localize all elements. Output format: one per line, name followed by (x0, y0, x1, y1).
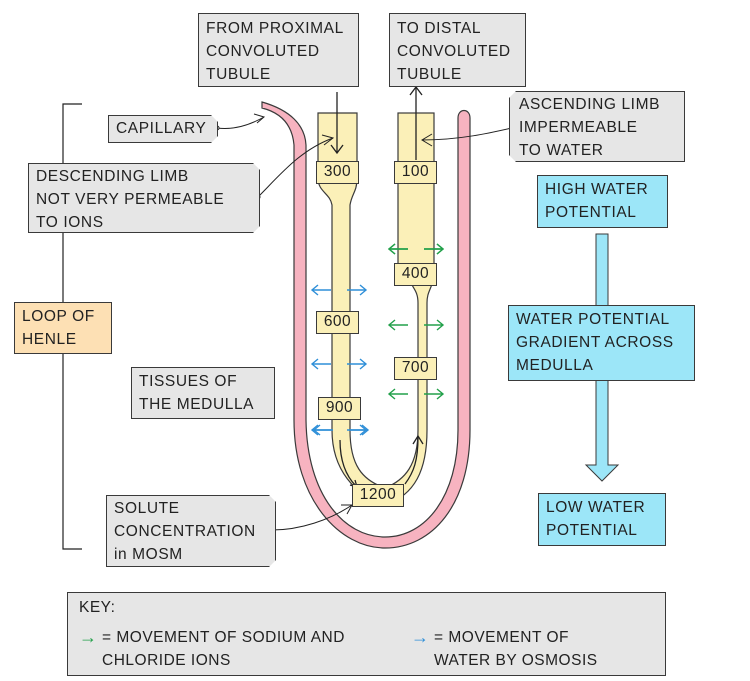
to-distal-label: TO DISTAL CONVOLUTED TUBULE (389, 13, 526, 87)
loop-of-henle-label: LOOP OF HENLE (14, 302, 112, 354)
from-proximal-label: FROM PROXIMAL CONVOLUTED TUBULE (198, 13, 359, 87)
water-osmosis-arrow (310, 358, 368, 370)
ion-movement-arrow (387, 243, 445, 255)
conc-400: 400 (394, 263, 437, 286)
conc-900: 900 (318, 397, 361, 420)
ion-movement-arrow (387, 319, 445, 331)
outflow-arrow (409, 85, 423, 160)
water-osmosis-arrow (312, 424, 370, 436)
ascending-limb-pointer (421, 126, 517, 141)
capillary-pointer (216, 116, 265, 129)
key-item-water: = MOVEMENT OF WATER BY OSMOSIS (434, 629, 598, 669)
conc-1200: 1200 (352, 484, 404, 507)
high-water-potential-label: HIGH WATER POTENTIAL (537, 175, 668, 228)
water-osmosis-arrow (310, 284, 368, 296)
descending-limb-label: DESCENDING LIMB NOT VERY PERMEABLE TO IO… (28, 163, 260, 233)
ascending-limb-label: ASCENDING LIMB IMPERMEABLE TO WATER (509, 91, 685, 162)
capillary-label: CAPILLARY (108, 115, 218, 143)
water-potential-gradient-label: WATER POTENTIAL GRADIENT ACROSS MEDULLA (508, 305, 695, 381)
key-title: KEY: (79, 599, 116, 616)
conc-600: 600 (316, 311, 359, 334)
capillary-vessel (261, 101, 471, 549)
key-box: KEY: → = MOVEMENT OF SODIUM AND CHLORIDE… (67, 592, 666, 676)
descending-limb-pointer (257, 137, 334, 198)
key-item-ions: = MOVEMENT OF SODIUM AND CHLORIDE IONS (102, 629, 345, 669)
inflow-arrow (330, 92, 344, 155)
ion-arrow-icon: → (79, 627, 98, 647)
low-water-potential-label: LOW WATER POTENTIAL (538, 493, 666, 546)
conc-100: 100 (394, 161, 437, 184)
conc-700: 700 (394, 357, 437, 380)
solute-pointer (271, 504, 353, 531)
conc-300: 300 (316, 161, 359, 184)
flow-arrow-up (404, 434, 424, 485)
tissues-medulla-label: TISSUES OF THE MEDULLA (131, 367, 275, 419)
solute-concentration-label: SOLUTE CONCENTRATION in MOSM (106, 495, 276, 567)
ion-movement-arrow (387, 388, 445, 400)
water-arrow-icon: → (411, 627, 430, 647)
